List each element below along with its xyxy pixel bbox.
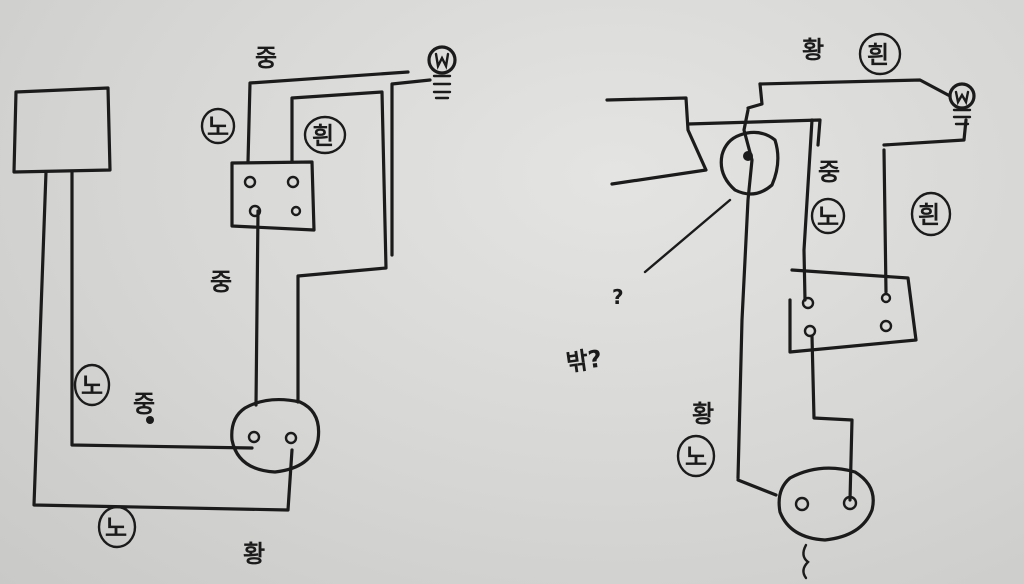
right-label-jung: 중	[818, 158, 840, 186]
right-panel-box	[605, 96, 708, 186]
left-label-jung-dot: 중	[133, 390, 155, 418]
right-circle-no-mid	[810, 197, 846, 235]
left-lamp-base	[432, 74, 452, 100]
right-label-top-hwang: 황	[802, 36, 824, 64]
right-switch-terminal-1	[801, 296, 815, 310]
left-label-circle-no2: 노	[81, 372, 103, 400]
right-wire-junction-down	[736, 108, 754, 480]
right-outlet-hole-1	[794, 496, 810, 512]
left-circle-no2	[73, 363, 111, 407]
right-outlet-hole-2	[842, 495, 858, 511]
right-wire-lamp-return	[882, 118, 968, 147]
left-wire-jung	[246, 70, 410, 164]
left-outlet	[230, 397, 321, 474]
left-wire-down	[254, 209, 260, 407]
right-lamp-bulb-icon	[948, 82, 976, 110]
right-junction-circle	[719, 130, 780, 196]
left-switch-terminal-3	[248, 204, 262, 218]
right-circle-huin-top	[858, 32, 902, 76]
right-switch-terminal-2	[880, 292, 892, 304]
left-circle-no3	[97, 505, 137, 549]
right-wire-top	[758, 78, 952, 98]
left-junction-dot	[146, 416, 154, 424]
right-switch-terminal-3	[803, 324, 817, 338]
right-label-question: ?	[612, 285, 624, 309]
right-switch-terminal-4	[879, 319, 893, 333]
right-outlet	[777, 466, 875, 542]
right-label-hwang-left: 황	[692, 400, 714, 428]
right-label-huin-top: 흰	[867, 41, 889, 69]
left-switch-terminal-4	[290, 205, 302, 217]
left-lamp-bulb-icon	[427, 45, 457, 75]
left-label-bottom-hwang: 황	[243, 540, 265, 568]
right-wire-jung	[802, 118, 814, 302]
right-lamp-filament	[954, 90, 970, 106]
left-outer-wire	[32, 170, 294, 512]
left-wire-huin	[290, 90, 388, 404]
left-label-circle-no3: 노	[105, 514, 127, 542]
left-outlet-hole-2	[284, 431, 298, 445]
right-circle-huin-right	[910, 191, 952, 237]
right-wire-panel-out	[686, 118, 822, 147]
right-plug-cord	[802, 543, 810, 580]
left-circle-huin	[303, 115, 347, 155]
left-label-circle-no1: 노	[207, 113, 229, 141]
left-switch-terminal-1	[243, 175, 257, 189]
left-outlet-hole-1	[247, 430, 261, 444]
right-switch-box	[788, 268, 918, 354]
left-inner-wire	[70, 170, 254, 450]
left-wiring-diagram: 중 노 흰 중 노 중 노 황	[12, 44, 457, 568]
right-pointer-line	[643, 198, 732, 274]
left-circle-no1	[200, 107, 236, 145]
right-lamp-base	[952, 108, 972, 126]
left-panel-box	[12, 86, 112, 174]
right-wire-hwang-bottom	[736, 478, 778, 497]
right-label-circle-no-mid: 노	[817, 203, 839, 231]
left-wire-lamp-feed	[390, 78, 432, 257]
left-label-mid-jung: 중	[210, 268, 232, 296]
right-label-circle-huin-right: 흰	[918, 201, 940, 229]
left-label-circle-huin: 흰	[312, 122, 334, 150]
right-label-circle-no-bottom: 노	[685, 443, 707, 471]
right-wire-huin	[882, 148, 888, 294]
right-label-bakk: 밖?	[564, 344, 604, 377]
right-wire-top-drop	[746, 82, 764, 110]
right-circle-no-bottom	[676, 434, 716, 478]
right-wiring-diagram: 황 흰 중 노 흰 ? 밖? 황 노	[564, 32, 976, 580]
left-label-top-jung: 중	[255, 44, 277, 72]
left-switch-box	[230, 160, 316, 232]
left-lamp-filament	[434, 52, 450, 70]
left-switch-terminal-2	[286, 175, 300, 189]
right-wire-to-outlet	[810, 334, 854, 502]
